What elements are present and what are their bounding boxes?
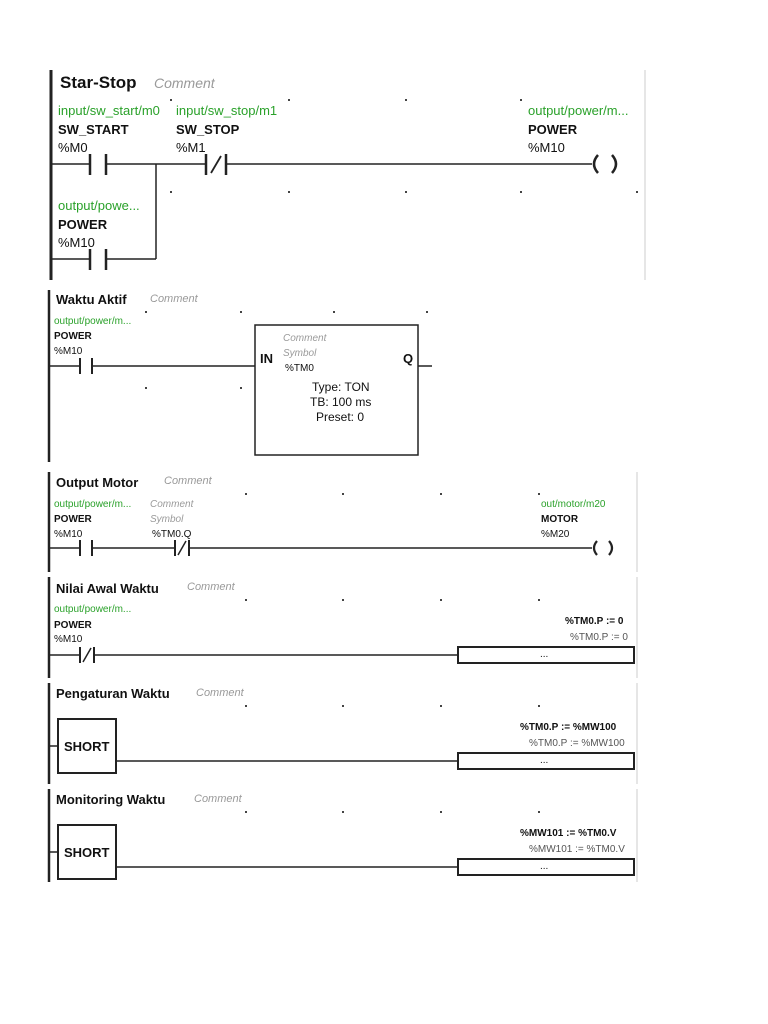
contact-address: input/sw_stop/m1 — [176, 103, 278, 118]
timer-symbol: Symbol — [283, 348, 317, 359]
contact-register: %M10 — [54, 529, 83, 540]
timer-in-pin: IN — [260, 351, 273, 366]
operation-bold: %TM0.P := %MW100 — [520, 722, 617, 733]
contact-address: output/powe... — [58, 198, 140, 213]
short-block[interactable] — [57, 718, 117, 774]
contact-comment: Comment — [150, 499, 194, 510]
rung-title: Star-Stop — [60, 73, 137, 92]
contact-address: output/power/m... — [54, 316, 132, 327]
contact-address: input/sw_start/m0 — [58, 103, 160, 118]
contact-register: %M1 — [176, 140, 206, 155]
timer-comment: Comment — [283, 333, 327, 344]
timer-block[interactable] — [254, 324, 419, 456]
rung-comment[interactable]: Comment — [154, 75, 215, 91]
short-block[interactable] — [57, 824, 117, 880]
contact-power-nc[interactable] — [79, 647, 95, 663]
contact-register: %M10 — [58, 235, 95, 250]
operation-plain: %TM0.P := %MW100 — [529, 738, 625, 749]
contact-symbol: Symbol — [150, 514, 184, 525]
contact-register: %M10 — [54, 346, 83, 357]
contact-symbol: POWER — [54, 514, 92, 525]
rung-monitoring-wires — [47, 789, 638, 882]
timer-q-pin: Q — [403, 351, 414, 366]
rung-comment[interactable]: Comment — [194, 793, 242, 805]
contact-sw-stop[interactable] — [204, 154, 228, 175]
contact-register: %M10 — [54, 634, 83, 645]
contact-symbol: SW_START — [58, 122, 129, 137]
rung-title: Waktu Aktif — [56, 292, 127, 307]
rung-waktu-aktif-wires — [47, 290, 432, 462]
operation-block[interactable] — [457, 858, 635, 876]
rung-title: Pengaturan Waktu — [56, 686, 170, 701]
coil-motor[interactable] — [592, 540, 614, 556]
contact-symbol: POWER — [54, 331, 92, 342]
contact-sw-start[interactable] — [88, 154, 108, 175]
contact-symbol: SW_STOP — [176, 122, 240, 137]
rung-comment[interactable]: Comment — [164, 475, 212, 487]
operation-block[interactable] — [457, 752, 635, 770]
operation-block[interactable] — [457, 646, 635, 664]
rung-waktu-aktif: Waktu Aktif Comment output/power/m... PO… — [0, 0, 768, 470]
rung-comment[interactable]: Comment — [187, 581, 235, 593]
contact-symbol: POWER — [54, 620, 92, 631]
contact-power-motor[interactable] — [79, 540, 93, 556]
rung-comment[interactable]: Comment — [196, 687, 244, 699]
operation-bold: %MW101 := %TM0.V — [520, 828, 617, 839]
contact-register: %M0 — [58, 140, 88, 155]
contact-symbol: POWER — [58, 217, 108, 232]
contact-power-branch[interactable] — [88, 249, 108, 270]
coil-register: %M10 — [528, 140, 565, 155]
rung-title: Output Motor — [56, 475, 139, 490]
coil-power[interactable] — [592, 154, 618, 174]
timer-tb: TB: 100 ms — [310, 395, 372, 409]
coil-symbol: MOTOR — [541, 514, 579, 525]
contact-power-timer[interactable] — [79, 358, 93, 374]
rung-nilai-awal-waktu: Nilai Awal Waktu Comment output/power/m.… — [47, 577, 638, 678]
timer-type: Type: TON — [312, 380, 370, 394]
rung-nilai-awal-wires — [47, 577, 638, 678]
rung-title: Monitoring Waktu — [56, 792, 166, 807]
short-label: SHORT — [64, 739, 110, 754]
operation-bold: %TM0.P := 0 — [565, 616, 624, 627]
rung-output-motor: Output Motor Comment output/power/m... P… — [47, 472, 638, 572]
rung-monitoring-waktu: Monitoring Waktu Comment SHORT %MW101 :=… — [47, 789, 638, 882]
operation-plain: %MW101 := %TM0.V — [529, 844, 625, 855]
coil-register: %M20 — [541, 529, 570, 540]
contact-address: output/power/m... — [54, 604, 132, 615]
timer-preset: Preset: 0 — [316, 410, 365, 424]
operation-box-text: ... — [540, 649, 549, 660]
contact-register: %TM0.Q — [152, 529, 192, 540]
rung-comment[interactable]: Comment — [150, 293, 198, 305]
operation-plain: %TM0.P := 0 — [570, 632, 628, 643]
coil-symbol: POWER — [528, 122, 578, 137]
rung-output-motor-wires — [47, 472, 638, 572]
rung-pengaturan-wires — [47, 683, 638, 784]
rung-star-stop-wires — [49, 70, 646, 280]
timer-name: %TM0 — [285, 363, 314, 374]
rung-star-stop: Star-Stop Comment input/sw_start/m0 SW_S… — [0, 0, 768, 285]
rung-pengaturan-waktu: Pengaturan Waktu Comment SHORT %TM0.P :=… — [47, 683, 638, 784]
operation-box-text: ... — [540, 755, 549, 766]
rung-title: Nilai Awal Waktu — [56, 581, 159, 596]
coil-address: output/power/m... — [528, 103, 629, 118]
coil-address: out/motor/m20 — [541, 499, 606, 510]
short-label: SHORT — [64, 845, 110, 860]
contact-tm0q[interactable] — [174, 540, 190, 556]
contact-address: output/power/m... — [54, 499, 132, 510]
operation-box-text: ... — [540, 861, 549, 872]
